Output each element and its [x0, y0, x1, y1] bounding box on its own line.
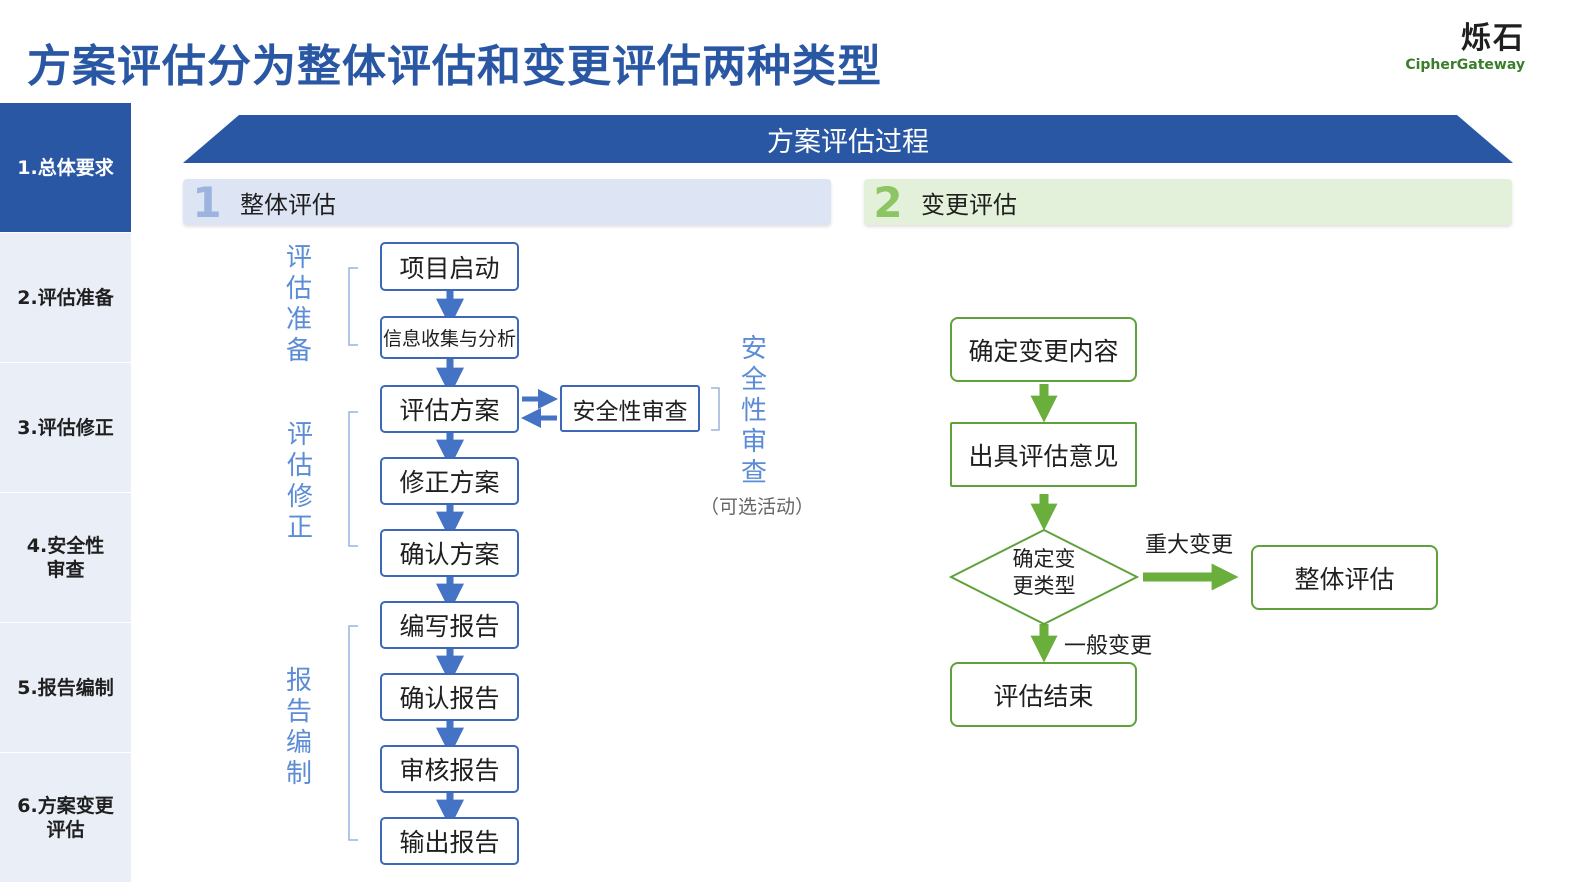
section-overall-header: 1 整体评估 [183, 177, 831, 227]
section-label: 整体评估 [240, 190, 336, 219]
logo: 烁石 CipherGateway [1405, 22, 1525, 74]
page-title: 方案评估分为整体评估和变更评估两种类型 [27, 41, 882, 92]
process-banner: 方案评估过程 [183, 115, 1513, 163]
optional-activity-note: （可选活动） [700, 496, 815, 518]
section-number: 1 [192, 177, 222, 227]
step-info-collection: 信息收集与分析 [380, 316, 519, 359]
security-review-label: 安全性审查 [740, 334, 767, 488]
step-eval-end: 评估结束 [950, 662, 1137, 727]
phase-label-revise: 评估修正 [286, 420, 313, 543]
step-security-review: 安全性审查 [560, 385, 700, 432]
sidebar-item-overall-requirements[interactable]: 1.总体要求 [0, 103, 131, 233]
step-project-start: 项目启动 [380, 242, 519, 291]
sidebar-item-preparation[interactable]: 2.评估准备 [0, 233, 131, 363]
step-output-report: 输出报告 [380, 817, 519, 865]
step-eval-plan: 评估方案 [380, 385, 519, 433]
bracket-security [711, 387, 720, 431]
section-number: 2 [873, 177, 903, 227]
decision-diamond [948, 528, 1140, 626]
bracket-report [348, 625, 358, 841]
step-issue-opinion: 出具评估意见 [950, 422, 1137, 487]
step-write-report: 编写报告 [380, 601, 519, 649]
decision-text: 确定变 更类型 [1012, 547, 1076, 598]
section-label: 变更评估 [921, 190, 1017, 219]
edge-label-general: 一般变更 [1064, 634, 1153, 659]
sidebar-item-report[interactable]: 5.报告编制 [0, 623, 131, 753]
logo-mark: 烁石 [1461, 21, 1525, 56]
step-confirm-report: 确认报告 [380, 673, 519, 721]
step-determine-change: 确定变更内容 [950, 317, 1137, 382]
bracket-revise [348, 411, 358, 547]
step-overall-eval: 整体评估 [1251, 545, 1438, 610]
logo-subtitle: CipherGateway [1405, 57, 1525, 73]
phase-label-prep: 评估准备 [285, 243, 312, 366]
phase-label-report: 报告编制 [285, 666, 312, 789]
bracket-prep [348, 267, 358, 346]
step-confirm-plan: 确认方案 [380, 529, 519, 577]
edge-label-major: 重大变更 [1145, 533, 1234, 558]
sidebar-item-revision[interactable]: 3.评估修正 [0, 363, 131, 493]
section-change-header: 2 变更评估 [864, 177, 1512, 227]
sidebar: 1.总体要求 2.评估准备 3.评估修正 4.安全性 审查 5.报告编制 6.方… [0, 103, 131, 884]
sidebar-item-change-eval[interactable]: 6.方案变更 评估 [0, 753, 131, 883]
step-audit-report: 审核报告 [380, 745, 519, 793]
sidebar-item-security-review[interactable]: 4.安全性 审查 [0, 493, 131, 623]
step-revise-plan: 修正方案 [380, 457, 519, 505]
